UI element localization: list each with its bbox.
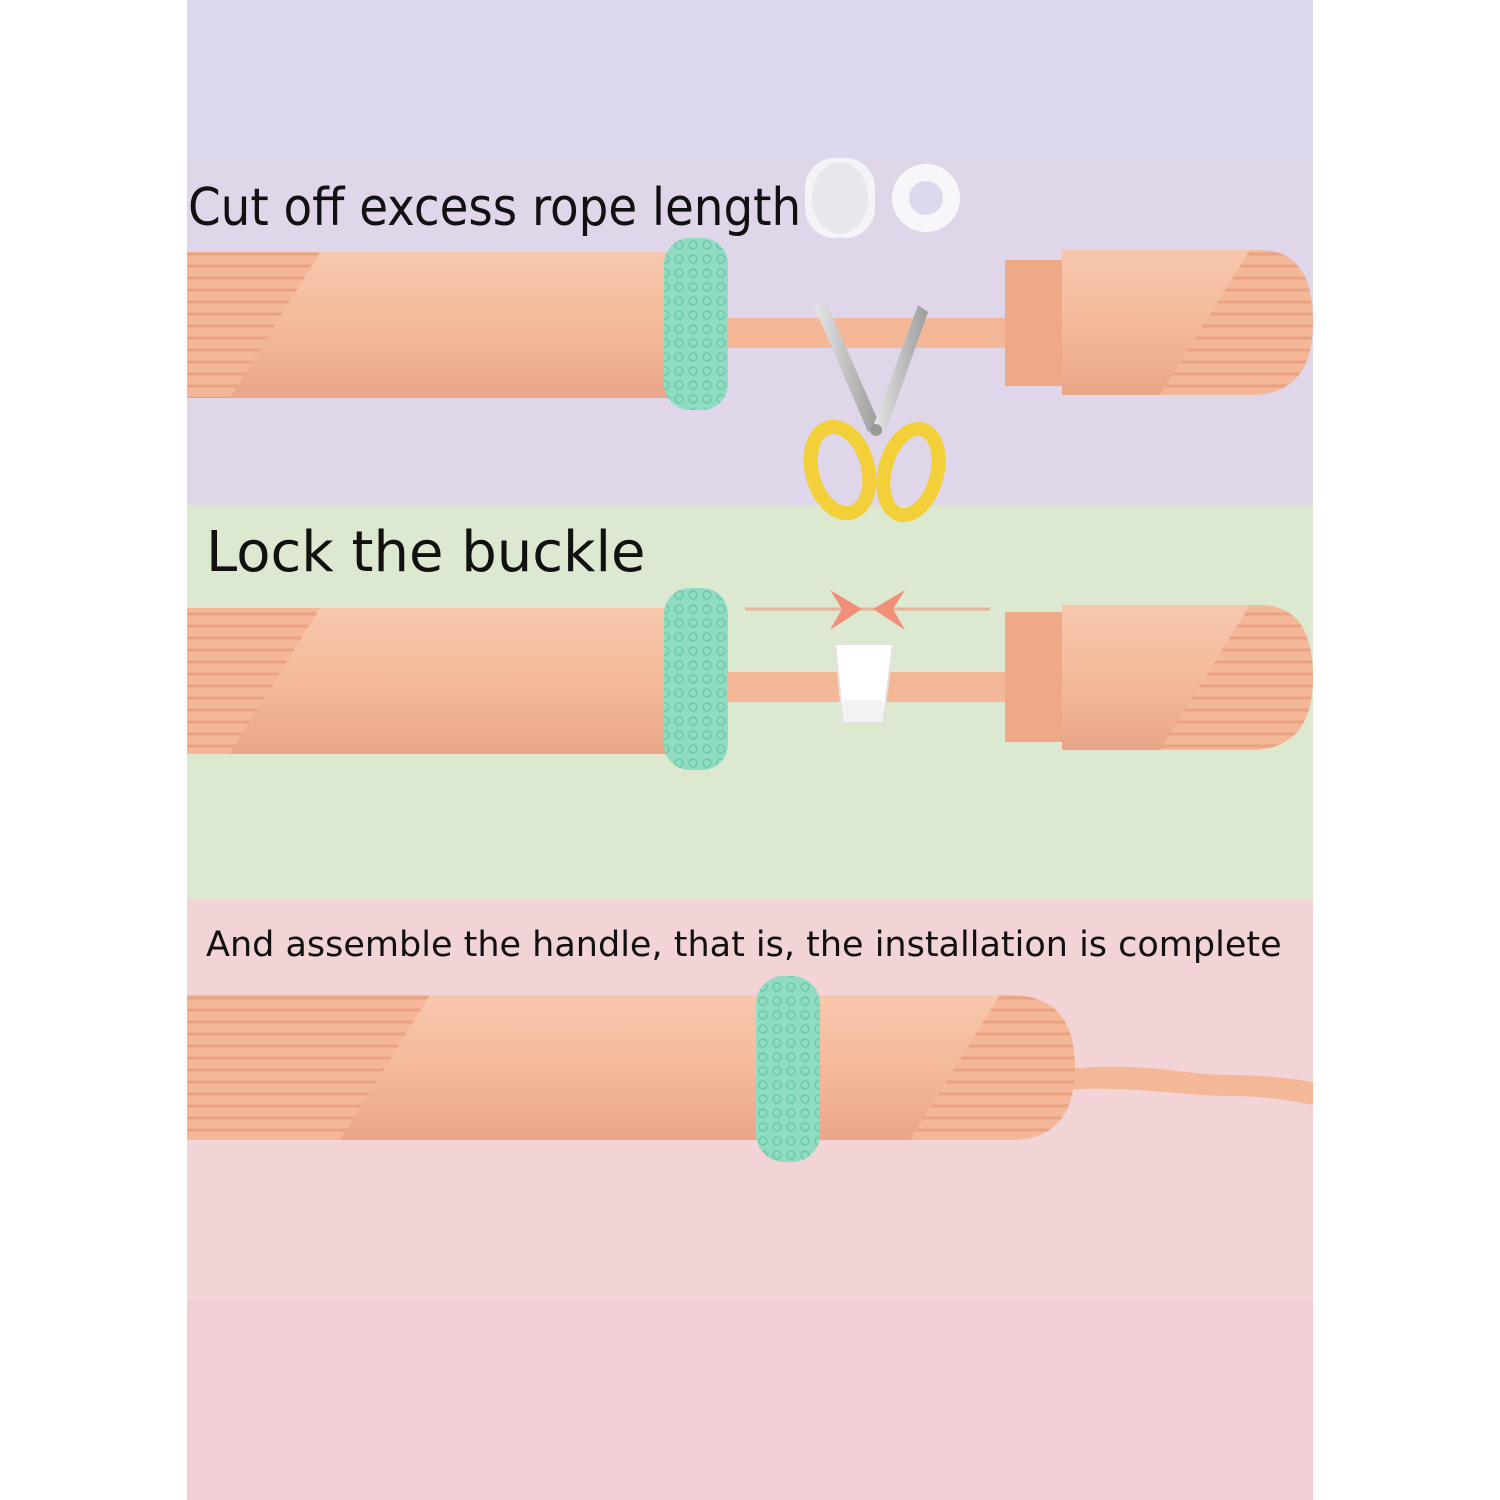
band-green [187,505,1313,915]
washer-icon [805,158,960,238]
step-3-caption: And assemble the handle, that is, the in… [206,925,1282,965]
grip-ring [664,588,728,770]
handle-left [187,238,728,410]
step-1-caption: Cut off excess rope length [188,178,801,238]
grip-ring [756,976,820,1162]
buckle-icon [833,643,895,723]
scissors-icon [803,302,946,523]
step-2-caption: Lock the buckle [206,520,645,585]
assembled-handle [187,976,1075,1162]
step-1: Cut off excess rope length [187,158,1313,523]
handle-right [1005,605,1313,750]
handle-left [187,588,728,770]
step-3: And assemble the handle, that is, the in… [187,925,1313,1162]
grip-ring [664,238,728,410]
arrows-icon [745,590,990,630]
step-2: Lock the buckle [187,520,1313,770]
handle-right [1005,250,1313,395]
